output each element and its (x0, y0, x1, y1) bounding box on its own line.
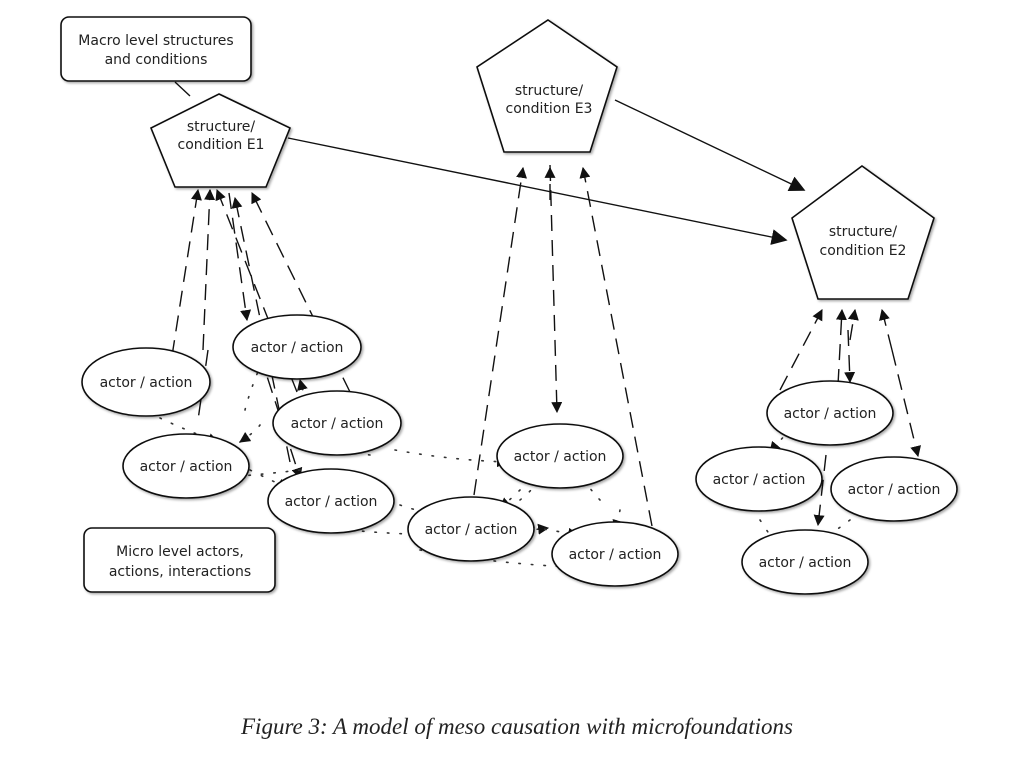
actor-node: actor / action (267, 468, 395, 534)
dotted-interaction (769, 419, 801, 453)
structure-e3-line2: condition E3 (506, 101, 593, 117)
dashed-link (202, 188, 216, 351)
dashed-link (228, 192, 252, 322)
macro-label-line1: Macro level structures (78, 33, 233, 49)
actor-node: actor / action (766, 380, 894, 446)
svg-text:actor / action: actor / action (100, 375, 193, 391)
dashed-link (171, 188, 202, 357)
dotted-interaction (239, 424, 261, 443)
macro-box-connector (174, 81, 191, 97)
svg-text:actor / action: actor / action (285, 494, 378, 510)
actor-node: actor / action (830, 456, 958, 522)
dashed-link (891, 349, 921, 458)
actor-node: actor / action (741, 529, 869, 595)
actor-node: actor / action (496, 423, 624, 489)
causal-arrow-e1-e2 (287, 137, 788, 245)
dashed-link (579, 166, 653, 527)
dotted-interaction (394, 449, 509, 468)
dashed-link (549, 164, 563, 414)
dashed-link (844, 329, 856, 384)
actor-node: actor / action (81, 347, 211, 417)
dashed-link (473, 166, 527, 496)
svg-text:actor / action: actor / action (514, 449, 607, 465)
actor-node: actor / action (407, 496, 535, 562)
structure-e2-line2: condition E2 (820, 243, 907, 259)
actor-node: actor / action (695, 446, 823, 512)
svg-text:actor / action: actor / action (251, 340, 344, 356)
structure-e1-line2: condition E1 (178, 137, 265, 153)
dotted-interaction (612, 509, 624, 532)
dashed-link (779, 309, 823, 391)
actor-node: actor / action (272, 390, 402, 456)
dashed-link (847, 308, 859, 341)
svg-text:actor / action: actor / action (759, 555, 852, 571)
structure-e2-line1: structure/ (829, 224, 898, 240)
structure-e3-line1: structure/ (515, 83, 584, 99)
svg-text:actor / action: actor / action (784, 406, 877, 422)
actor-node: actor / action (551, 521, 679, 587)
svg-text:actor / action: actor / action (140, 459, 233, 475)
structure-e1: structure/ condition E1 (149, 93, 292, 188)
macro-label-line2: and conditions (105, 52, 208, 68)
figure-caption: Figure 3: A model of meso causation with… (241, 714, 793, 739)
structure-e2: structure/ condition E2 (791, 165, 935, 300)
actors-layer: actor / action actor / action actor / ac… (81, 314, 958, 595)
dashed-link (813, 454, 827, 527)
svg-text:actor / action: actor / action (848, 482, 941, 498)
causal-arrow-e3-e2 (614, 99, 806, 192)
svg-text:actor / action: actor / action (291, 416, 384, 432)
macro-level-label-box: Macro level structures and conditions (60, 16, 252, 82)
micro-label-line2: actions, interactions (109, 564, 251, 580)
structure-e1-line1: structure/ (187, 119, 256, 135)
svg-text:actor / action: actor / action (713, 472, 806, 488)
dashed-link (835, 308, 847, 386)
svg-text:actor / action: actor / action (569, 547, 662, 563)
dashed-link (879, 308, 893, 351)
actor-node: actor / action (122, 433, 250, 499)
micro-label-line1: Micro level actors, (116, 544, 244, 560)
micro-level-label-box: Micro level actors, actions, interaction… (83, 527, 276, 593)
actor-node: actor / action (232, 314, 362, 380)
structure-e3: structure/ condition E3 (476, 19, 618, 153)
svg-text:actor / action: actor / action (425, 522, 518, 538)
